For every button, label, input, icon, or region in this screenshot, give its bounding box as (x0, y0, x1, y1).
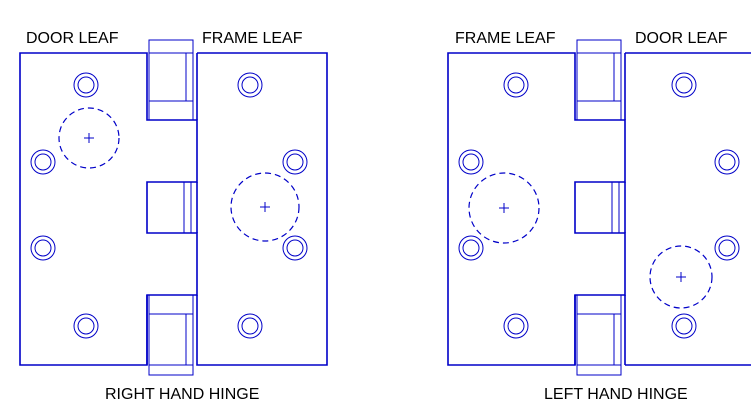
left-hand-hinge: FRAME LEAF DOOR LEAF (447, 30, 751, 403)
right-hinge-top-knuckle (148, 39, 194, 121)
left-hinge-bottom-knuckle (576, 294, 622, 376)
right-hinge-frame-leaf-label: FRAME LEAF (202, 30, 303, 47)
left-hinge-title: LEFT HAND HINGE (544, 386, 688, 403)
left-hinge-door-center-mark (649, 245, 713, 309)
right-hinge-bottom-knuckle (148, 294, 194, 376)
left-hinge-drawing (447, 39, 751, 376)
right-hinge-door-center-mark (58, 107, 120, 169)
right-hinge-door-leaf-label: DOOR LEAF (26, 30, 119, 47)
left-hinge-middle-knuckle (574, 181, 620, 234)
left-hinge-frame-center-mark (468, 172, 540, 244)
right-hinge-title: RIGHT HAND HINGE (105, 386, 259, 403)
right-hinge-outline (19, 52, 198, 366)
left-hinge-frame-outline (447, 52, 626, 366)
left-hinge-top-knuckle (576, 39, 622, 121)
right-hinge-frame-outline (196, 52, 328, 366)
left-hinge-frame-screws (458, 72, 529, 339)
right-hinge-middle-knuckle (146, 181, 192, 234)
right-hinge-drawing (19, 39, 328, 376)
left-hinge-door-screws (671, 72, 740, 339)
left-hinge-door-outline (624, 52, 751, 366)
left-hinge-door-leaf-label: DOOR LEAF (635, 30, 728, 47)
right-hand-hinge: DOOR LEAF FRAME LEAF (19, 30, 328, 403)
right-hinge-frame-screws (237, 72, 308, 339)
right-hinge-frame-center-mark (230, 172, 300, 242)
left-hinge-frame-leaf-label: FRAME LEAF (455, 30, 556, 47)
right-hinge-door-screws (30, 72, 99, 339)
